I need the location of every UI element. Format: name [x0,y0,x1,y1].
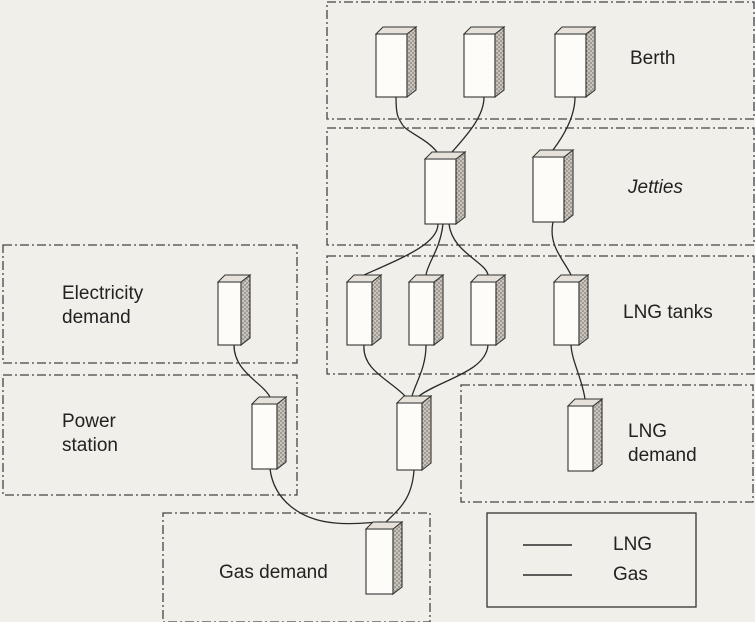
electricity-to-power-line [233,344,271,398]
gas-demand-zone [162,512,431,622]
berth-to-jetty-line-1 [395,96,438,153]
jetty-to-tank-line-2 [425,223,444,276]
berth-unit-2 [462,25,506,99]
lng-distribution-unit [395,394,433,472]
power-to-gas-demand-line [269,468,383,525]
jetty-to-tank-line-3 [448,223,489,276]
tank-to-distribution-line-2 [411,344,427,397]
jetty-to-tank-line-1 [363,223,439,276]
legend-gas-label: Gas [613,564,648,585]
tank-unit-4 [552,273,590,347]
power-station-unit [250,395,288,471]
tank-to-distribution-line-3 [418,344,489,397]
tank-unit-2 [407,273,445,347]
lng-demand-unit [566,397,604,473]
distribution-to-gas-demand-line [385,469,415,523]
electricity-demand-zone [2,244,298,364]
electricity-demand-unit [216,273,252,347]
berth-to-jetty-line-3 [552,96,576,151]
jetty-unit-2 [531,148,575,224]
jetties-label: Jetties [628,177,683,198]
lng-tanks-label: LNG tanks [623,302,713,323]
gas-demand-unit [364,520,404,596]
power-station-label: Power station [62,411,118,456]
tank-to-distribution-line-1 [363,344,406,397]
berth-to-jetty-line-2 [451,96,485,153]
power-station-zone [2,374,298,496]
lng-demand-label: LNG demand [628,421,697,466]
electricity-demand-label: Electricity demand [62,283,144,328]
legend-lng-label: LNG [613,534,653,555]
tank-unit-3 [469,273,507,347]
tank-unit-1 [345,273,383,347]
tank-to-lng-demand-line [570,344,586,400]
berth-label: Berth [630,48,676,69]
legend-box [486,512,697,608]
jetty-unit-1 [423,150,467,226]
lng-demand-zone [460,384,754,503]
jetty-to-tank-line-4 [551,221,572,276]
berth-unit-3 [553,25,597,99]
gas-demand-label: Gas demand [219,562,328,583]
berth-unit-1 [374,25,418,99]
